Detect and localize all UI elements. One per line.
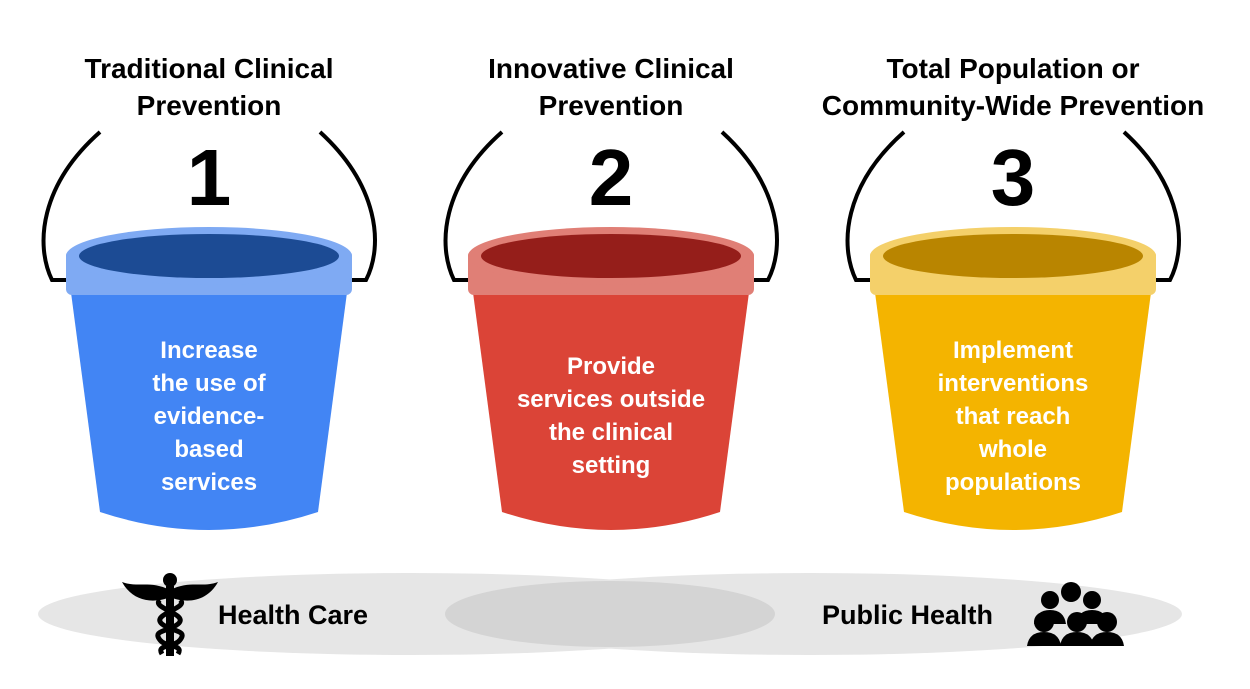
bucket-3-number: 3 <box>990 133 1036 222</box>
bucket-2-title: Innovative Clinical Prevention <box>488 53 734 121</box>
caduceus-icon <box>122 573 218 656</box>
bucket-2-opening <box>481 234 741 278</box>
bucket-3-opening <box>883 234 1143 278</box>
bucket-2-number: 2 <box>588 133 634 222</box>
bucket-3-body <box>874 285 1152 530</box>
bucket-3-description: Implement interventions that reach whole… <box>937 337 1089 496</box>
health-care-label: Health Care <box>218 600 369 630</box>
bucket-1-opening <box>79 234 339 278</box>
people-group-icon <box>1027 582 1124 646</box>
bucket-1-number: 1 <box>186 133 232 222</box>
overlap-ellipse <box>445 581 775 647</box>
bucket-3-title: Total Population or Community-Wide Preve… <box>821 53 1205 121</box>
bucket-1-handle <box>41 130 377 282</box>
bucket-3-handle <box>845 130 1181 282</box>
bucket-1-description: Increase the use of evidence- based serv… <box>152 337 266 496</box>
bucket-3 <box>845 130 1181 530</box>
bucket-1-title: Traditional Clinical Prevention <box>84 53 334 121</box>
bucket-2-description: Provide services outside the clinical se… <box>516 353 706 479</box>
bucket-2 <box>443 130 779 530</box>
bucket-2-body <box>472 285 750 530</box>
bucket-1-body <box>70 285 348 530</box>
bucket-1 <box>41 130 377 530</box>
bucket-2-handle <box>443 130 779 282</box>
public-health-label: Public Health <box>822 600 994 630</box>
